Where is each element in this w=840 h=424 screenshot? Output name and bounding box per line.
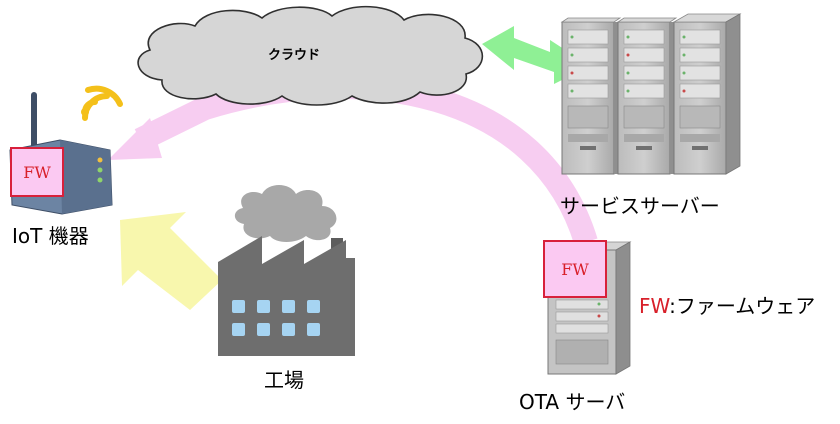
fw-legend-meaning: ファームウェア — [675, 294, 816, 318]
factory-to-iot-arrow — [120, 212, 222, 310]
wifi-icon — [81, 85, 123, 121]
ota-to-iot-arc-arrow — [108, 75, 598, 246]
service-server-label: サービスサーバー — [560, 194, 720, 218]
fw-legend: FW:ファームウェア — [639, 290, 815, 319]
iot-fw-badge: FW — [10, 147, 64, 197]
fw-legend-separator: : — [669, 294, 676, 318]
ota-fw-badge: FW — [543, 240, 607, 298]
fw-legend-abbr: FW — [639, 294, 670, 318]
cloud-icon — [137, 5, 484, 106]
factory-label: 工場 — [264, 368, 304, 392]
iot-device-label: IoT 機器 — [12, 224, 89, 248]
factory-icon — [218, 185, 355, 356]
server-rack-icon — [560, 13, 742, 175]
cloud-label: クラウド — [268, 48, 321, 63]
ota-server-label: OTA サーバ — [519, 390, 626, 414]
